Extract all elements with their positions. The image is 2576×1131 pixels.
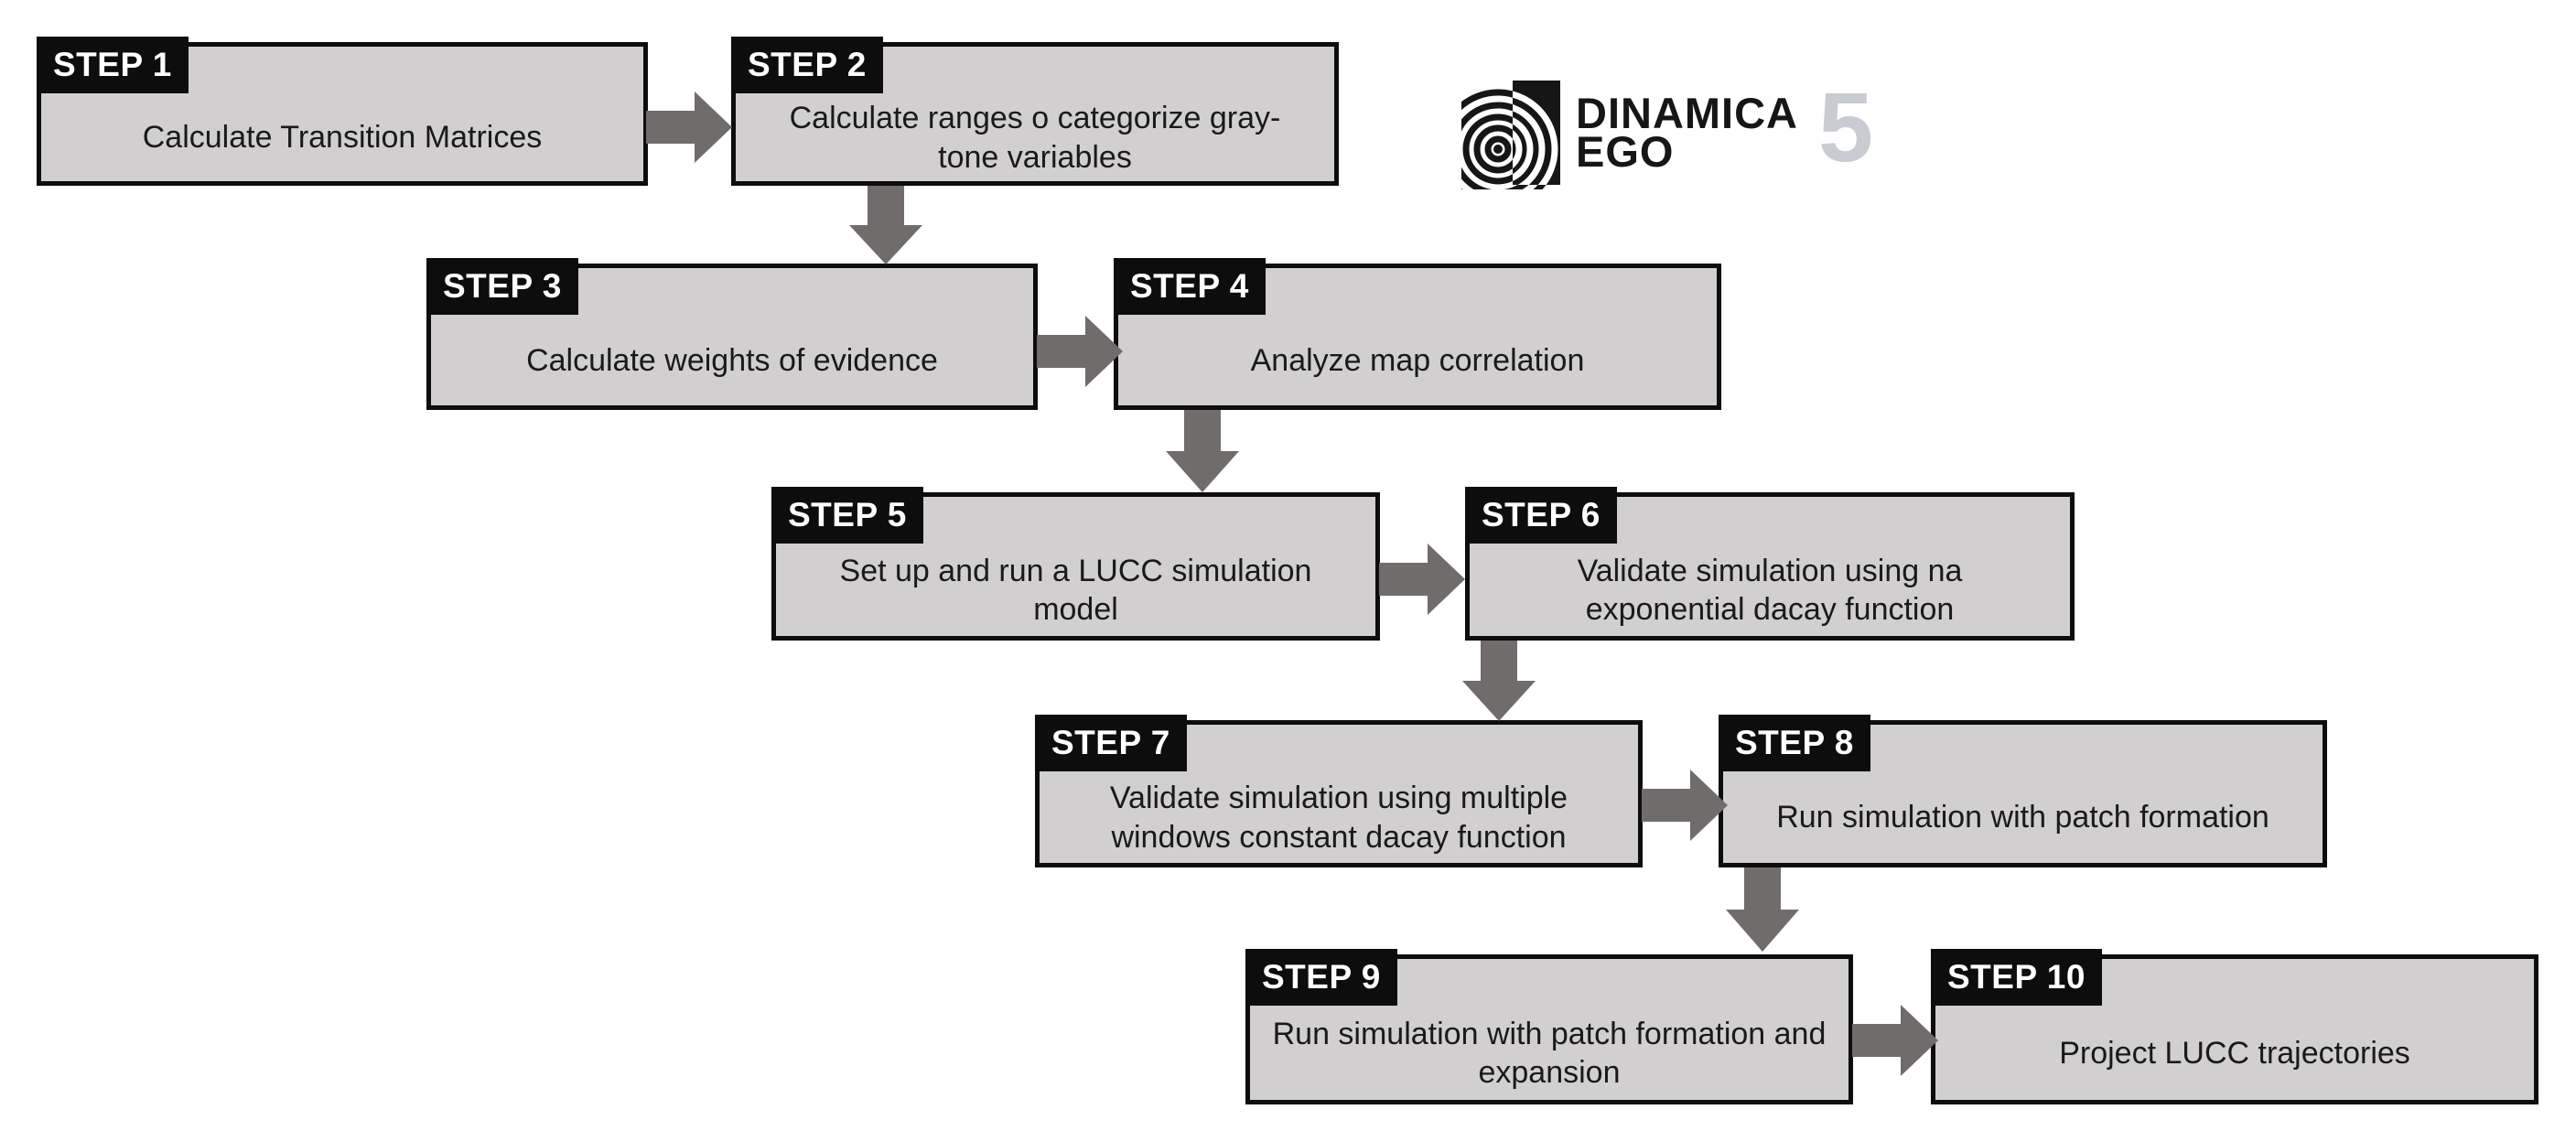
step-7-tab: STEP 7 xyxy=(1035,715,1187,771)
step-1-tab: STEP 1 xyxy=(37,37,189,93)
step-3-label: STEP 3 xyxy=(443,267,562,305)
step-6-box: STEP 6 Validate simulation using na expo… xyxy=(1465,487,2075,641)
step-8-label: STEP 8 xyxy=(1735,724,1854,761)
step-1-label: STEP 1 xyxy=(53,46,172,83)
arrow-step5-to-step6-icon xyxy=(1379,544,1465,615)
arrow-step6-to-step7-icon xyxy=(1462,641,1536,721)
step-6-label: STEP 6 xyxy=(1482,496,1601,533)
arrow-step8-to-step9-icon xyxy=(1726,867,1799,952)
step-2-tab: STEP 2 xyxy=(731,37,883,93)
step-7-box: STEP 7 Validate simulation using multipl… xyxy=(1035,715,1643,867)
step-3-text: Calculate weights of evidence xyxy=(526,342,938,378)
step-7-label: STEP 7 xyxy=(1051,724,1170,761)
arrow-step3-to-step4-icon xyxy=(1037,316,1123,387)
step-8-tab: STEP 8 xyxy=(1719,715,1870,771)
step-10-text: Project LUCC trajectories xyxy=(2059,1035,2410,1071)
logo-wordmark: DINAMICA EGO xyxy=(1576,88,1798,176)
step-4-box: STEP 4 Analyze map correlation xyxy=(1114,258,1721,410)
step-9-box: STEP 9 Run simulation with patch formati… xyxy=(1245,949,1853,1104)
step-2-label: STEP 2 xyxy=(748,46,867,83)
dinamica-logo-mark-icon xyxy=(1461,81,1560,189)
step-9-tab: STEP 9 xyxy=(1245,949,1397,1006)
step-5-tab: STEP 5 xyxy=(771,487,923,544)
step-5-text: Set up and run a LUCC simulation model xyxy=(839,553,1312,627)
logo-version: 5 xyxy=(1817,71,1874,182)
logo-sub: EGO xyxy=(1576,127,1675,176)
step-2-text: Calculate ranges o categorize gray-tone … xyxy=(789,101,1281,175)
step-6-tab: STEP 6 xyxy=(1465,487,1617,544)
step-4-text: Analyze map correlation xyxy=(1250,342,1585,378)
step-6-text: Validate simulation using na exponential… xyxy=(1577,553,1963,627)
step-1-box: STEP 1 Calculate Transition Matrices xyxy=(37,37,648,186)
step-8-box: STEP 8 Run simulation with patch formati… xyxy=(1719,715,2327,867)
step-8-text: Run simulation with patch formation xyxy=(1776,800,2269,835)
step-5-label: STEP 5 xyxy=(788,496,907,533)
step-9-label: STEP 9 xyxy=(1262,958,1381,996)
step-10-tab: STEP 10 xyxy=(1931,949,2102,1006)
arrow-step1-to-step2-icon xyxy=(646,92,732,163)
step-2-box: STEP 2 Calculate ranges o categorize gra… xyxy=(731,37,1339,186)
arrow-step9-to-step10-icon xyxy=(1852,1005,1938,1076)
logo-name: DINAMICA xyxy=(1576,88,1798,137)
step-3-box: STEP 3 Calculate weights of evidence xyxy=(426,258,1038,410)
step-10-label: STEP 10 xyxy=(1947,958,2086,996)
step-5-box: STEP 5 Set up and run a LUCC simulation … xyxy=(771,487,1380,641)
dinamica-ego-logo: DINAMICA EGO 5 xyxy=(1461,76,1873,189)
step-10-box: STEP 10 Project LUCC trajectories xyxy=(1931,949,2538,1104)
step-4-tab: STEP 4 xyxy=(1114,258,1266,315)
step-9-text: Run simulation with patch formation and … xyxy=(1272,1016,1827,1090)
arrow-step7-to-step8-icon xyxy=(1642,770,1728,841)
step-3-tab: STEP 3 xyxy=(426,258,578,315)
step-4-label: STEP 4 xyxy=(1130,267,1249,305)
arrow-step2-to-step3-icon xyxy=(849,186,922,264)
step-1-text: Calculate Transition Matrices xyxy=(142,120,543,156)
arrow-step4-to-step5-icon xyxy=(1166,410,1239,492)
step-7-text: Validate simulation using multiple windo… xyxy=(1109,781,1568,855)
